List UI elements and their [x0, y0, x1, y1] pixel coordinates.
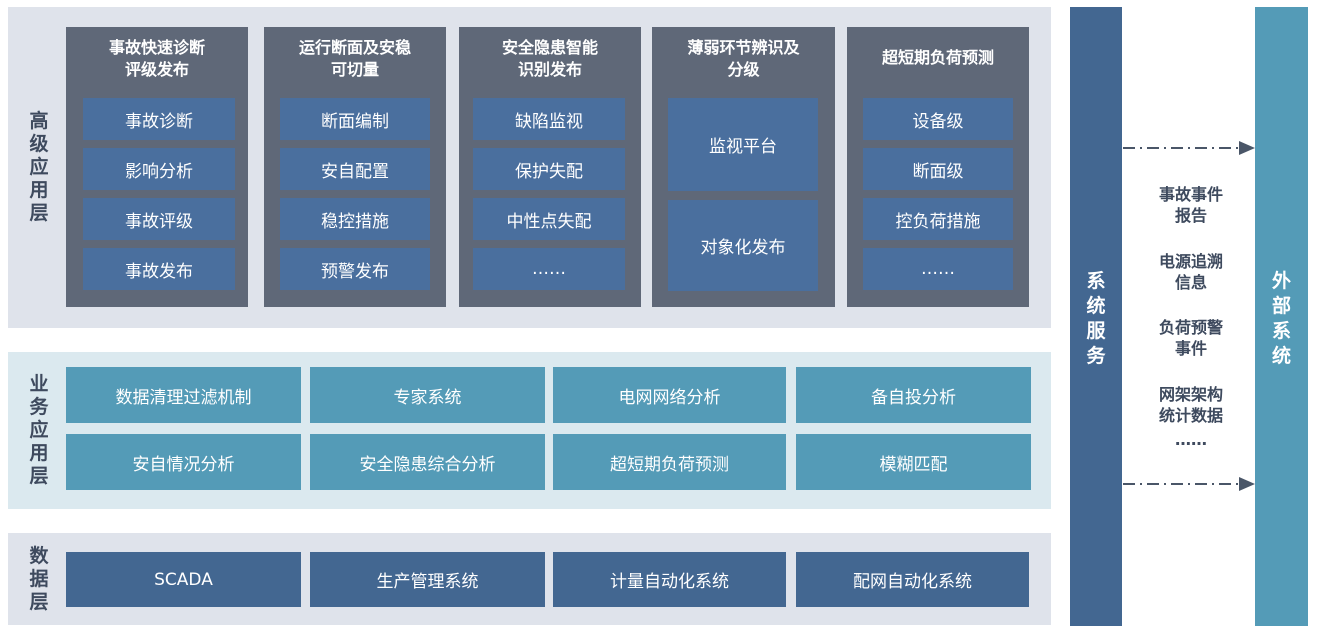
- module-weak-link: 薄弱环节辨识及 分级 监视平台 对象化发布: [652, 27, 835, 307]
- exchange-item: 电源追溯 信息: [1158, 252, 1223, 292]
- business-box: 电网网络分析: [553, 367, 786, 423]
- module-item: ……: [863, 248, 1013, 290]
- external-system-label: 外 部 系 统: [1271, 270, 1291, 367]
- module-title: 安全隐患智能 识别发布: [501, 38, 598, 79]
- module-title: 超短期负荷预测: [881, 48, 994, 67]
- module-item: 断面编制: [280, 98, 430, 140]
- module-item: 事故发布: [83, 248, 235, 290]
- module-accident-diagnosis: 事故快速诊断 评级发布 事故诊断 影响分析 事故评级 事故发布: [66, 27, 248, 307]
- module-item: 对象化发布: [668, 200, 818, 291]
- module-item: 影响分析: [83, 148, 235, 190]
- layer-label-data: 数 据 层: [29, 545, 49, 613]
- module-item: 稳控措施: [280, 198, 430, 240]
- module-item: 保护失配: [473, 148, 625, 190]
- module-item: 事故评级: [83, 198, 235, 240]
- business-box: 数据清理过滤机制: [66, 367, 301, 423]
- data-source-box: 配网自动化系统: [796, 552, 1029, 607]
- module-item: 监视平台: [668, 98, 818, 191]
- module-load-forecast: 超短期负荷预测 设备级 断面级 控负荷措施 ……: [847, 27, 1029, 307]
- business-box: 安全隐患综合分析: [310, 434, 545, 490]
- system-service-label: 系 统 服 务: [1086, 270, 1106, 367]
- module-item: ……: [473, 248, 625, 290]
- business-box: 备自投分析: [796, 367, 1031, 423]
- module-item: 断面级: [863, 148, 1013, 190]
- module-item: 预警发布: [280, 248, 430, 290]
- module-item: 缺陷监视: [473, 98, 625, 140]
- data-source-box: 生产管理系统: [310, 552, 545, 607]
- system-service-column: 系 统 服 务: [1070, 7, 1122, 626]
- module-title: 运行断面及安稳 可切量: [298, 38, 411, 79]
- external-system-column: 外 部 系 统: [1255, 7, 1308, 626]
- arrow-right-icon: [1123, 141, 1255, 155]
- module-item: 设备级: [863, 98, 1013, 140]
- module-item: 事故诊断: [83, 98, 235, 140]
- business-box: 专家系统: [310, 367, 545, 423]
- module-item: 中性点失配: [473, 198, 625, 240]
- exchange-item: ……: [1175, 430, 1207, 449]
- layer-label-business: 业 务 应 用 层: [29, 373, 49, 487]
- exchange-item: 事故事件 报告: [1158, 185, 1223, 225]
- arrow-right-icon: [1123, 477, 1255, 491]
- module-safety-hazard: 安全隐患智能 识别发布 缺陷监视 保护失配 中性点失配 ……: [459, 27, 641, 307]
- layer-label-high: 高 级 应 用 层: [29, 110, 49, 224]
- module-item: 安自配置: [280, 148, 430, 190]
- module-title: 事故快速诊断 评级发布: [108, 38, 205, 79]
- data-source-box: 计量自动化系统: [553, 552, 786, 607]
- data-source-box: SCADA: [66, 552, 301, 607]
- exchange-item: 网架架构 统计数据: [1158, 385, 1223, 425]
- business-box: 安自情况分析: [66, 434, 301, 490]
- module-operation-section: 运行断面及安稳 可切量 断面编制 安自配置 稳控措施 预警发布: [264, 27, 446, 307]
- exchange-item: 负荷预警 事件: [1158, 318, 1223, 358]
- module-title: 薄弱环节辨识及 分级: [687, 38, 800, 79]
- business-box: 模糊匹配: [796, 434, 1031, 490]
- module-item: 控负荷措施: [863, 198, 1013, 240]
- business-box: 超短期负荷预测: [553, 434, 786, 490]
